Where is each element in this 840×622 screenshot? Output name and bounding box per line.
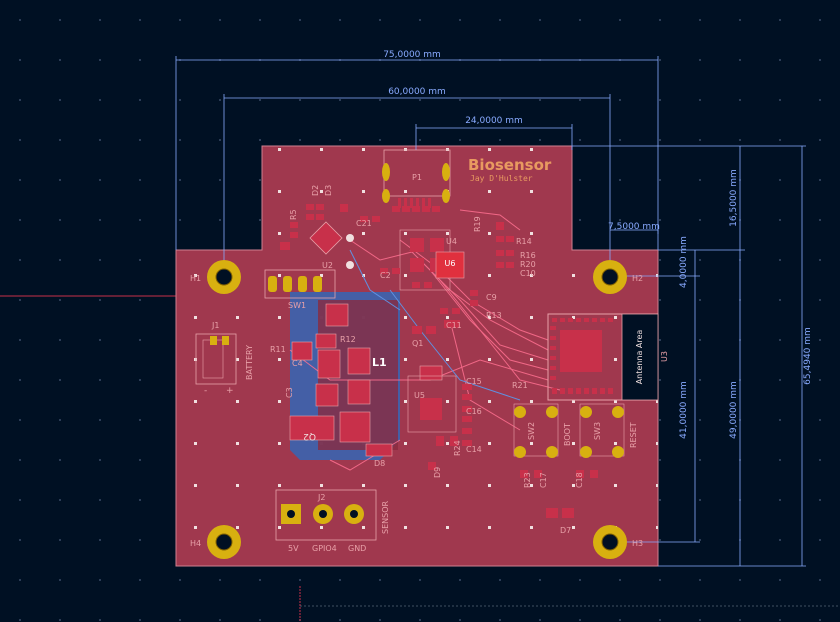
ref-r5: R5: [289, 209, 298, 220]
smd-pads-lower-right: [520, 470, 598, 518]
ref-c16: C16: [466, 407, 482, 416]
dimension-lines: [175, 56, 806, 567]
power-components[interactable]: [289, 303, 443, 457]
dim-16-5mm: 16,5000 mm: [729, 169, 739, 227]
ref-c4: C4: [292, 359, 303, 368]
mounting-hole-h3[interactable]: [593, 525, 627, 559]
sensor-label: SENSOR: [381, 501, 390, 534]
ref-r20: R20: [520, 260, 536, 269]
ref-d8: D8: [374, 459, 385, 468]
ref-sw1: SW1: [288, 301, 306, 310]
mounting-hole-h4[interactable]: [207, 525, 241, 559]
module-u3[interactable]: [547, 313, 659, 401]
ref-r13: R13: [486, 311, 502, 320]
button-sw2-boot[interactable]: [513, 403, 559, 458]
ref-c9: C9: [486, 293, 497, 302]
ref-h3: H3: [632, 539, 643, 548]
usb-connector-p1[interactable]: [382, 149, 451, 208]
reset-label: RESET: [629, 422, 638, 448]
ref-sw2: SW2: [527, 422, 536, 440]
ref-c14: C14: [466, 445, 482, 454]
ref-h2: H2: [632, 274, 643, 283]
smd-pads-middle: [380, 268, 478, 334]
ic-u2[interactable]: [309, 221, 354, 269]
pin-5v: 5V: [288, 544, 299, 553]
mounting-hole-h1[interactable]: [207, 260, 241, 294]
ref-d2: D2: [311, 185, 320, 196]
switch-sw1[interactable]: [264, 269, 336, 299]
ic-u5[interactable]: [407, 375, 457, 433]
battery-plus: +: [226, 386, 234, 396]
ic-u6[interactable]: [435, 251, 465, 279]
pin-gnd: GND: [348, 544, 366, 553]
dim-41mm: 41,0000 mm: [679, 381, 689, 439]
ref-q2: Q2: [303, 431, 316, 441]
smd-pads-u5-side: [428, 384, 472, 470]
ref-c18: C18: [575, 472, 584, 488]
mounting-hole-h2[interactable]: [593, 260, 627, 294]
ref-r19: R19: [473, 216, 482, 232]
ref-c10: C10: [520, 269, 536, 278]
board-title: Biosensor: [468, 156, 552, 174]
ref-d7: D7: [560, 526, 571, 535]
ref-d9: D9: [433, 467, 442, 478]
ref-r12: R12: [340, 335, 356, 344]
dim-4mm: 4,0000 mm: [679, 236, 689, 288]
ref-p1: P1: [412, 173, 422, 182]
ref-r23: R23: [523, 472, 532, 488]
board-author: Jay D'Hulster: [470, 174, 533, 183]
dim-60mm: 60,0000 mm: [388, 87, 446, 97]
chip-u6-label: U6: [445, 259, 456, 268]
battery-label: BATTERY: [245, 345, 254, 380]
ref-r24: R24: [453, 440, 462, 456]
ref-r11: R11: [270, 345, 286, 354]
ref-r21: R21: [512, 381, 528, 390]
dim-49mm: 49,0000 mm: [729, 381, 739, 439]
ref-q1: Q1: [412, 339, 423, 348]
ref-d3: D3: [324, 185, 333, 196]
pin-gpio4: GPIO4: [312, 544, 337, 553]
ref-h4: H4: [190, 539, 201, 548]
antenna-area-label: Antenna Area: [635, 330, 644, 385]
ref-c15: C15: [466, 377, 482, 386]
boot-label: BOOT: [563, 423, 572, 446]
via-field: [176, 146, 658, 566]
traces-bottom: [349, 249, 521, 401]
ref-u2: U2: [322, 261, 333, 270]
ref-j2: J2: [317, 493, 325, 502]
ref-r14: R14: [516, 237, 532, 246]
button-sw3-reset[interactable]: [579, 403, 625, 458]
battery-connector-j1[interactable]: [195, 333, 237, 385]
ref-c3: C3: [285, 387, 294, 398]
smd-pads-right: [496, 222, 514, 268]
ref-c11: C11: [446, 321, 462, 330]
ref-u4: U4: [446, 237, 457, 246]
dim-65mm: 65,4940 mm: [803, 327, 813, 385]
dim-24mm: 24,0000 mm: [465, 116, 523, 126]
smd-pads-top: [280, 204, 440, 250]
ref-c17: C17: [539, 472, 548, 488]
ref-u3: U3: [660, 351, 669, 362]
ref-sw3: SW3: [593, 422, 602, 440]
ref-r16: R16: [520, 251, 536, 260]
dim-7-5mm: 7,5000 mm: [608, 222, 660, 232]
ref-j1: J1: [211, 321, 219, 330]
ref-h1: H1: [190, 274, 201, 283]
ref-l1: L1: [372, 356, 387, 369]
ref-c2x: C2: [380, 271, 391, 280]
battery-minus: -: [204, 386, 207, 396]
ref-u5: U5: [414, 391, 425, 400]
dim-75mm: 75,0000 mm: [383, 50, 441, 60]
ref-c21: C21: [356, 219, 372, 228]
sensor-connector-j2[interactable]: [275, 489, 377, 541]
